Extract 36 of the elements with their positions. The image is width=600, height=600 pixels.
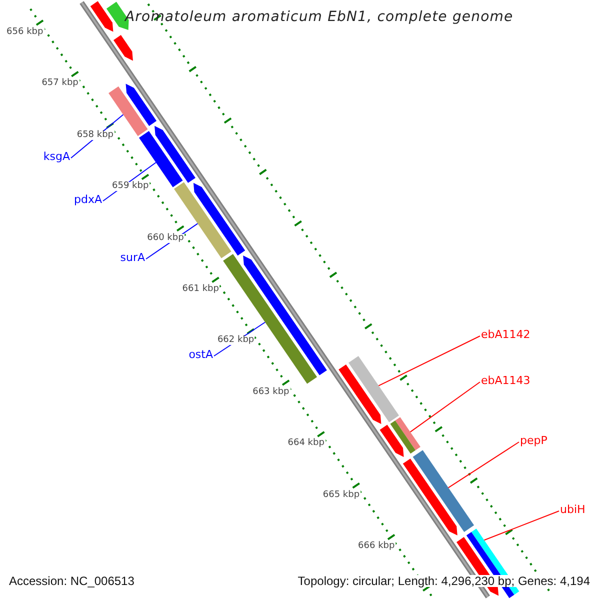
gene-bar xyxy=(113,35,133,61)
scale-label: 660 kbp xyxy=(146,234,185,243)
gene-bar xyxy=(390,417,420,454)
scale-label: 657 kbp xyxy=(40,79,80,88)
gene-label: ostA xyxy=(188,349,213,360)
gene-bar xyxy=(412,450,474,532)
gene-bar xyxy=(338,364,382,424)
genome-title: Aromatoleum aromaticum EbN1, complete genome xyxy=(125,10,514,24)
leader-line xyxy=(378,336,480,386)
scale-label: 662 kbp xyxy=(216,336,256,346)
gene-label: ubiH xyxy=(560,504,586,515)
gene-label: ebA1143 xyxy=(481,375,530,386)
gene-bar xyxy=(90,1,114,32)
gene-bar xyxy=(402,458,458,536)
scale-label: 658 kbp xyxy=(76,130,115,140)
genome-stats-text: Topology: circular; Length: 4,296,230 bp; Genes: 4,194 xyxy=(298,575,590,587)
scale-label: 659 kbp xyxy=(111,182,150,192)
gene-bar xyxy=(154,126,196,183)
scale-label: 665 kbp xyxy=(322,490,361,500)
leader-line xyxy=(410,382,480,432)
gene-bar xyxy=(193,182,246,256)
scale-label: 661 kbp xyxy=(181,284,220,294)
gene-label: surA xyxy=(120,252,145,263)
gene-label: ebA1142 xyxy=(481,329,530,340)
accession-text: Accession: NC_006513 xyxy=(9,575,134,587)
scale-label: 666 kbp xyxy=(357,542,396,552)
gene-label: pepP xyxy=(520,435,548,446)
gene-bar xyxy=(380,424,404,457)
gene-bar xyxy=(126,84,157,126)
gene-label: ksgA xyxy=(43,151,70,162)
gene-bar xyxy=(348,356,400,422)
gene-label: pdxA xyxy=(74,194,102,205)
scale-label: 656 kbp xyxy=(6,28,44,37)
scale-label: 664 kbp xyxy=(286,439,326,448)
scale-label: 663 kbp xyxy=(252,388,290,397)
leader-line xyxy=(448,442,520,488)
